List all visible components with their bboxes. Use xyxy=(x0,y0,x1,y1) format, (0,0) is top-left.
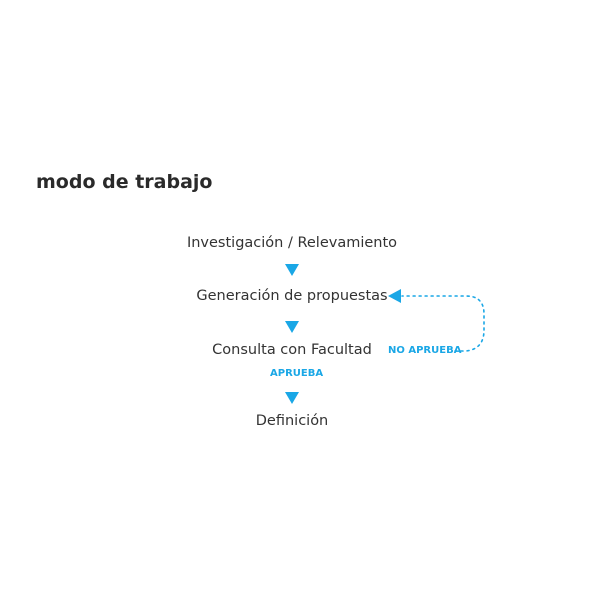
arrow-down-icon xyxy=(285,264,299,276)
approve-label: APRUEBA xyxy=(270,368,324,379)
step-consulta: Consulta con Facultad xyxy=(212,342,372,358)
step-generacion: Generación de propuestas xyxy=(196,288,388,304)
page-title: modo de trabajo xyxy=(36,171,213,193)
not-approve-label: NO APRUEBA xyxy=(388,345,462,356)
arrow-left-icon xyxy=(388,289,401,303)
dashed-loop-line xyxy=(401,295,485,352)
step-investigacion: Investigación / Relevamiento xyxy=(186,235,398,251)
arrow-down-icon xyxy=(285,392,299,404)
step-definicion: Definición xyxy=(255,413,329,429)
arrow-down-icon xyxy=(285,321,299,333)
